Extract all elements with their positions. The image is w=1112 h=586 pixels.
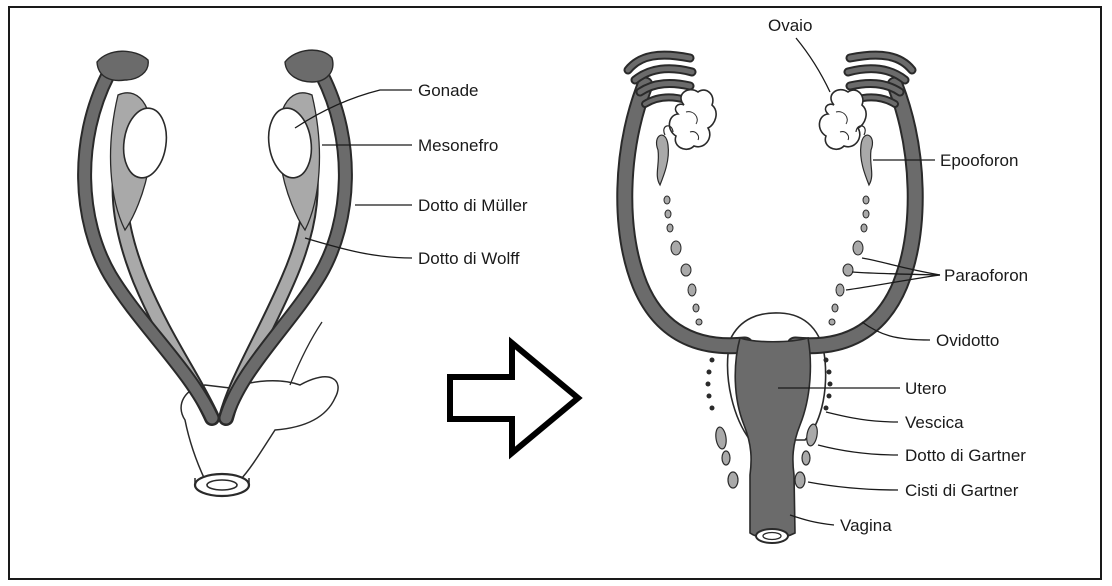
label-paraoforon: Paraoforon bbox=[944, 266, 1028, 285]
label-dotto-gartner: Dotto di Gartner bbox=[905, 446, 1026, 465]
label-mesonefro: Mesonefro bbox=[418, 136, 498, 155]
label-vescica: Vescica bbox=[905, 413, 964, 432]
label-vagina: Vagina bbox=[840, 516, 892, 535]
label-utero: Utero bbox=[905, 379, 947, 398]
label-dotto-muller: Dotto di Müller bbox=[418, 196, 528, 215]
label-epooforon: Epooforon bbox=[940, 151, 1018, 170]
female-diagram: Ovaio Epooforon Paraoforon Ovidotto Uter… bbox=[625, 16, 1028, 543]
ovaries bbox=[669, 90, 866, 150]
label-dotto-wolff: Dotto di Wolff bbox=[418, 249, 520, 268]
undifferentiated-diagram: Gonade Mesonefro Dotto di Müller Dotto d… bbox=[85, 50, 528, 496]
right-arrow-outline-icon bbox=[450, 343, 578, 453]
label-cisti-gartner: Cisti di Gartner bbox=[905, 481, 1019, 500]
label-ovaio: Ovaio bbox=[768, 16, 812, 35]
fimbriae bbox=[628, 55, 912, 104]
vestigial-dots-left bbox=[664, 196, 702, 325]
gonads bbox=[119, 105, 315, 180]
label-gonade: Gonade bbox=[418, 81, 479, 100]
vestigial-dots-right bbox=[829, 196, 869, 325]
label-ovidotto: Ovidotto bbox=[936, 331, 999, 350]
